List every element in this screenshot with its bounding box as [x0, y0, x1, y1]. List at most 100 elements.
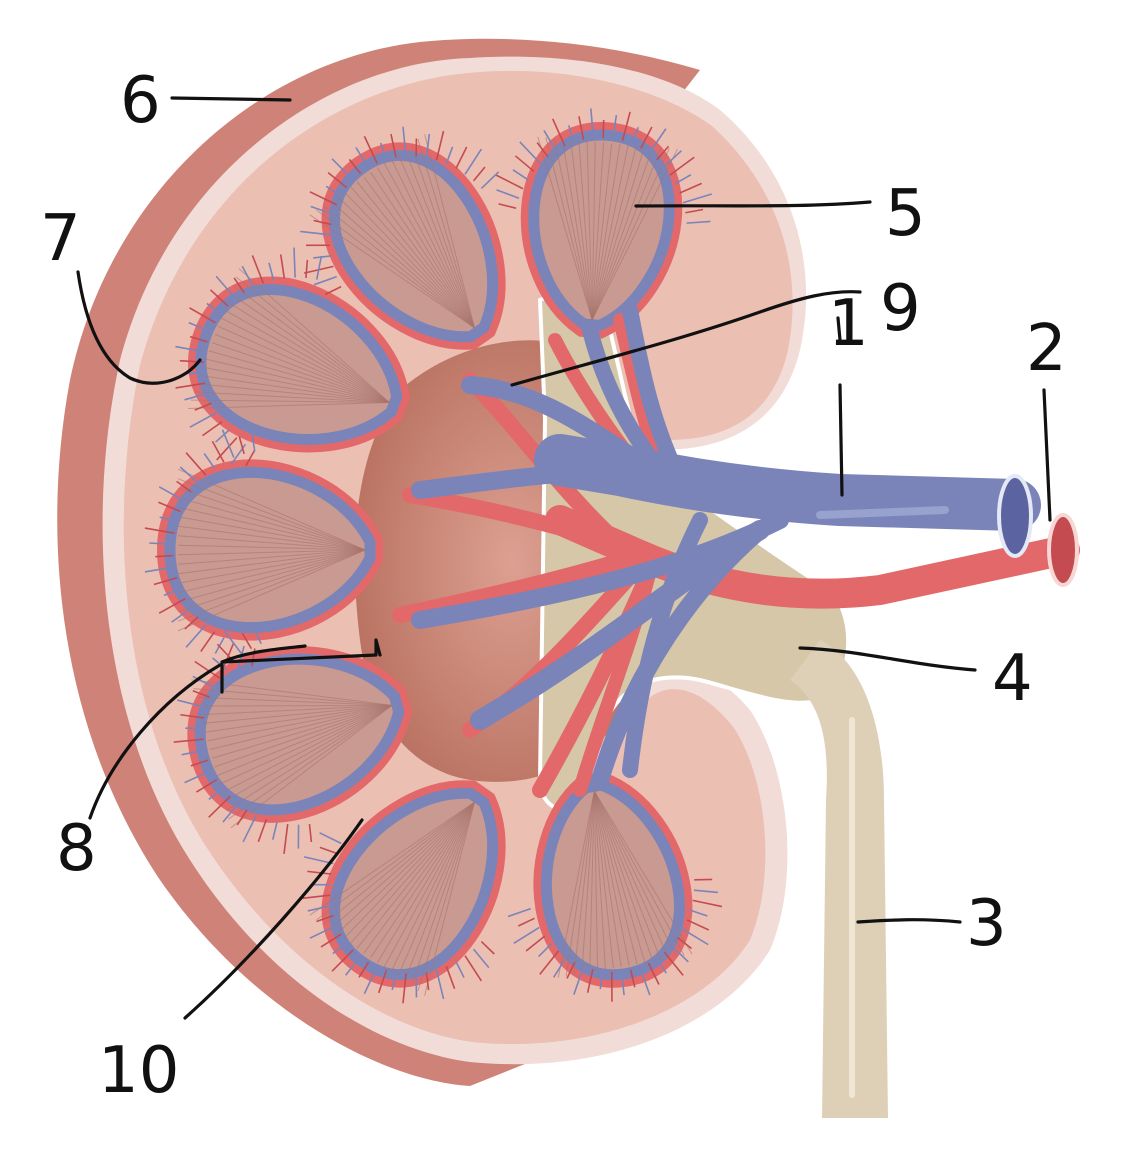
- capillary: [313, 275, 338, 286]
- leader-lines: [76, 96, 1052, 1020]
- pyramid-striation: [417, 138, 475, 328]
- capillary: [363, 966, 378, 995]
- pyramid-striation: [591, 147, 662, 321]
- pyramid-striation: [309, 801, 475, 916]
- pyramid-striation: [202, 366, 390, 403]
- capillary: [331, 158, 354, 181]
- capillary-fringe-5: [173, 621, 313, 854]
- pyramid-6: [309, 780, 506, 996]
- capillary: [250, 427, 256, 452]
- pyramid-striation: [177, 525, 366, 551]
- capillary: [313, 219, 332, 226]
- capillary: [514, 155, 535, 172]
- pyramid-striation: [232, 284, 390, 403]
- capillary: [686, 919, 710, 931]
- capillary: [158, 501, 181, 513]
- pyramid-striation: [200, 375, 390, 403]
- pyramid-striation: [217, 325, 390, 403]
- capillary: [241, 265, 255, 288]
- pyramid-striation: [197, 383, 390, 403]
- pyramid-striation: [228, 705, 393, 820]
- leader-5: [634, 200, 872, 208]
- pyramid-striation: [553, 138, 593, 321]
- capillary: [472, 948, 490, 969]
- pyramid-striation: [424, 802, 475, 996]
- pyramid-striation: [593, 790, 693, 955]
- pyramid-striation: [589, 791, 595, 973]
- pyramid-striation: [591, 148, 678, 321]
- capillary: [655, 957, 668, 974]
- pyramid-striation: [214, 704, 392, 768]
- capillary: [402, 126, 407, 157]
- capillary: [517, 917, 535, 927]
- pyramid-striation: [177, 549, 366, 556]
- pyramid-striation: [216, 704, 392, 777]
- pyramid-striation: [202, 704, 392, 724]
- pyramid-striation: [336, 801, 475, 935]
- pyramid-striation: [591, 143, 621, 321]
- capillary: [402, 973, 407, 1004]
- capillary: [173, 738, 204, 743]
- capillary: [184, 769, 213, 784]
- pyramid-striation: [177, 549, 366, 584]
- pyramid-striation: [397, 801, 475, 977]
- capillary: [480, 940, 495, 955]
- leader-6: [170, 96, 292, 102]
- renal-artery-end: [1047, 513, 1079, 587]
- capillary: [279, 254, 286, 279]
- pyramid-striation: [397, 153, 475, 329]
- capillary: [203, 453, 216, 469]
- capillary: [192, 690, 210, 698]
- pyramid-striation: [177, 497, 366, 551]
- capillary: [194, 660, 221, 679]
- capillary: [590, 108, 595, 139]
- capillary: [144, 566, 175, 573]
- capillary: [184, 392, 208, 401]
- pyramid-striation: [565, 790, 595, 977]
- pyramid-striation: [177, 549, 366, 603]
- pyramid-1: [520, 122, 683, 339]
- capillary: [377, 969, 388, 994]
- pyramid-striation: [593, 790, 654, 962]
- pyramid-striation: [578, 140, 593, 320]
- capillary: [567, 125, 575, 143]
- pyramid-striation: [205, 358, 390, 403]
- pyramid-striation: [223, 704, 393, 803]
- pyramid-striation: [593, 790, 622, 967]
- pyramid-striation: [376, 167, 475, 329]
- pyramid-striation: [309, 214, 475, 329]
- pyramid-striation: [593, 790, 646, 963]
- capillary: [310, 205, 334, 216]
- capillary: [208, 795, 231, 818]
- label-9: 9: [880, 272, 921, 346]
- capillary: [621, 111, 631, 142]
- capillary: [538, 943, 552, 958]
- capillary: [513, 926, 540, 944]
- ureter: [790, 640, 888, 1118]
- pyramid-striation: [593, 790, 630, 966]
- capillary: [308, 823, 313, 843]
- capillary: [293, 247, 296, 278]
- pyramid-striation: [390, 157, 475, 329]
- capillary: [415, 138, 418, 157]
- pyramid-striation: [177, 478, 366, 551]
- capillary: [445, 965, 456, 989]
- pyramid-striation: [230, 705, 393, 829]
- capillary: [305, 259, 309, 279]
- capillary: [480, 171, 500, 190]
- pyramid-striation: [561, 138, 593, 321]
- capillary: [425, 133, 431, 158]
- capillary: [324, 285, 342, 296]
- pyramid-striation: [316, 801, 475, 921]
- pyramid-striation: [177, 549, 366, 594]
- pyramid-striation: [410, 143, 475, 328]
- pyramid-striation: [195, 696, 392, 706]
- capillary: [391, 972, 397, 991]
- pyramid-striation: [591, 141, 596, 320]
- capillary: [455, 146, 468, 169]
- capillary: [316, 914, 334, 923]
- capillary: [185, 371, 204, 375]
- arcuate-vein-loop: [164, 466, 376, 634]
- capillary: [551, 118, 566, 147]
